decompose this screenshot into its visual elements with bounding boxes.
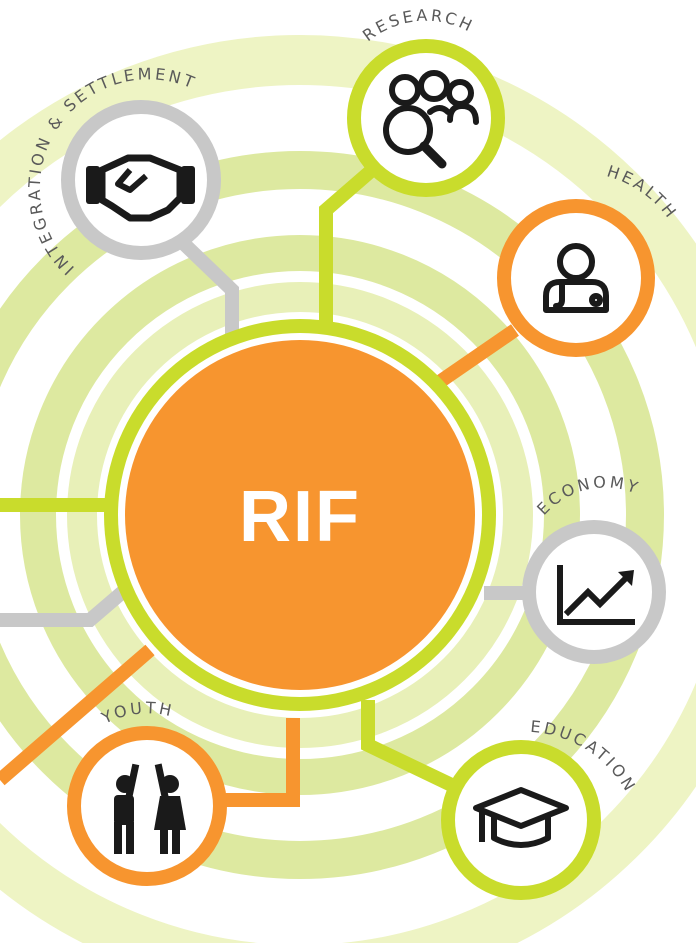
- node-youth: YOUTH: [67, 698, 227, 886]
- ring-3: [0, 151, 664, 879]
- connector-left-grey: [0, 584, 130, 627]
- node-research: RESEARCH: [347, 6, 505, 197]
- handshake-icon: [86, 154, 195, 222]
- connector-left-orange: [0, 644, 155, 786]
- connector-health: [434, 324, 519, 389]
- rising-chart-icon: [557, 565, 635, 625]
- graduation-cap-icon: [473, 787, 569, 848]
- connector-youth: [220, 718, 300, 807]
- connectors: [0, 164, 530, 807]
- connector-integration: [175, 234, 239, 335]
- high-five-kids-icon: [114, 763, 186, 854]
- ring-outer: [0, 35, 696, 943]
- node-label-research: RESEARCH: [359, 6, 478, 45]
- research-group-magnifier-icon: [383, 70, 479, 169]
- connector-research: [319, 164, 377, 330]
- center-fill: [125, 340, 475, 690]
- doctor-icon: [543, 243, 609, 313]
- center-node: RIF: [104, 319, 496, 711]
- connector-education: [361, 700, 466, 797]
- center-label: RIF: [239, 477, 361, 557]
